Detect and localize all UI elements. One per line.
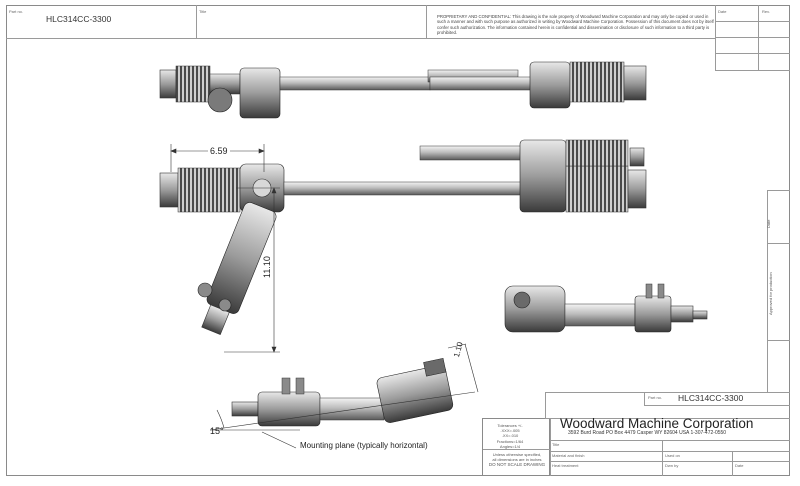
top-date-label: Date: [718, 9, 727, 14]
dim-height-text: 11.10: [262, 254, 272, 280]
mounting-plane-note: Mounting plane (typically horizontal): [300, 441, 428, 450]
top-view-rack: [159, 61, 647, 119]
mounting-plane-lines: [209, 343, 479, 449]
dim-height-lines: [224, 187, 280, 353]
title-drawn-label: Dwn by: [665, 463, 679, 468]
iso-view-gearbox: [504, 283, 708, 333]
company-name: Woodward Machine Corporation: [560, 416, 754, 431]
title-title-label: Title: [552, 442, 560, 447]
title-date-label: Date: [735, 463, 744, 468]
title-material-label: Material and finish: [552, 453, 585, 458]
title-heat-label: Heat treatment: [552, 463, 579, 468]
tol-note-2: all dimensions are in inches: [492, 457, 542, 463]
dim-width-lines: [170, 144, 265, 172]
top-part-number: HLC314CC-3300: [46, 14, 112, 24]
proprietary-notice: PROPRIETARY AND CONFIDENTIAL: This drawi…: [437, 14, 714, 36]
tol-heading: Tolerances +/-: [497, 423, 523, 428]
drawing-border: [6, 5, 790, 476]
title-part-no-label: Part no.: [648, 395, 663, 400]
tol-note-3: DO NOT SCALE DRAWING: [488, 462, 546, 468]
title-block: Part no. HLC314CC-3300 Woodward Machine …: [545, 392, 790, 476]
title-part-number: HLC314CC-3300: [678, 393, 744, 403]
front-view-rack: [159, 139, 647, 336]
tolerance-block: Tolerances +/- .XXX=.005 .XX=.010 Fracti…: [482, 418, 551, 476]
top-part-no-label: Part no.: [9, 9, 24, 14]
title-used-on-label: Used on: [665, 453, 680, 458]
side-view-gearbox: [231, 358, 454, 427]
tol-xx: .XX=.010: [501, 433, 519, 439]
tol-angles: Angles=1/4: [499, 443, 521, 449]
tol-xxx: .XXX=.005: [500, 428, 520, 434]
company-address: 3592 Burd Road PO Box 4479 Casper WY 826…: [568, 430, 727, 436]
tol-fractions: Fractions=1/64: [496, 438, 524, 444]
top-rev-label: Rev.: [762, 9, 770, 14]
dim-angle-text: 15°: [210, 426, 224, 436]
tol-note-1: Unless otherwise specified,: [492, 452, 542, 457]
top-title-strip: Part no. HLC314CC-3300 Title PROPRIETARY…: [6, 5, 790, 71]
top-title-label: Title: [199, 9, 207, 14]
dim-width-text: 6.59: [208, 146, 230, 156]
